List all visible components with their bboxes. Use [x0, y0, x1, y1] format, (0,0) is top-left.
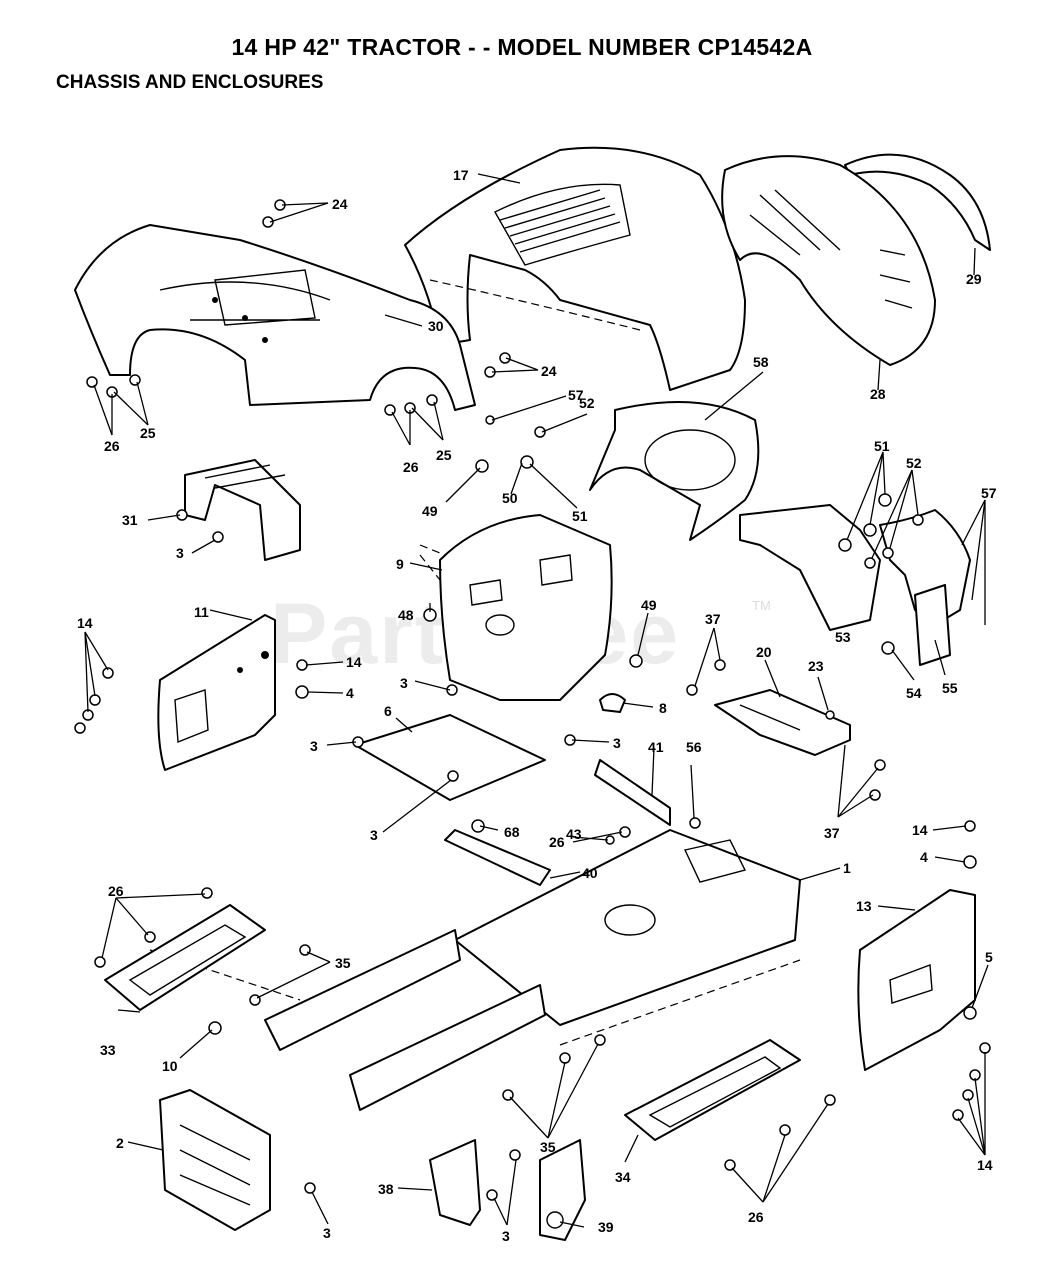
callout-8: 8 [659, 700, 667, 716]
part-9-dash-panel [419, 514, 613, 701]
callout-31: 31 [122, 512, 138, 528]
part-8-clip [599, 693, 626, 713]
fasteners [74, 199, 991, 1201]
callout-11: 11 [194, 604, 209, 620]
callout-30: 30 [428, 318, 444, 334]
part-6-floor-plate [354, 714, 546, 801]
callout-14: 14 [977, 1157, 993, 1173]
callout-3: 3 [502, 1228, 510, 1244]
callout-24: 24 [332, 196, 348, 212]
part-39-bracket [539, 1139, 586, 1241]
callout-10: 10 [162, 1058, 178, 1074]
callout-14: 14 [77, 615, 93, 631]
part-38-bracket [429, 1139, 481, 1226]
callout-58: 58 [753, 354, 769, 370]
callout-35: 35 [540, 1139, 556, 1155]
part-11-left-panel [157, 614, 276, 771]
callout-35: 35 [335, 955, 351, 971]
callout-26: 26 [748, 1209, 764, 1225]
callout-25: 25 [140, 425, 156, 441]
callout-52: 52 [579, 395, 595, 411]
part-1-frame [149, 829, 801, 1111]
callout-37: 37 [705, 611, 721, 627]
callout-57: 57 [568, 387, 584, 403]
callout-3: 3 [370, 827, 378, 843]
callout-56: 56 [686, 739, 702, 755]
part-41-strap [594, 759, 671, 826]
callout-51: 51 [572, 508, 588, 524]
callout-26: 26 [549, 834, 565, 850]
callout-3: 3 [310, 738, 318, 754]
callout-34: 34 [615, 1169, 631, 1185]
callout-41: 41 [648, 739, 664, 755]
callout-14: 14 [912, 822, 928, 838]
callout-53: 53 [835, 629, 851, 645]
part-55-plate [914, 584, 951, 666]
callout-38: 38 [378, 1181, 394, 1197]
callout-3: 3 [176, 545, 184, 561]
part-13-right-panel [857, 889, 976, 1071]
part-29-hood-trim [844, 153, 991, 251]
callout-40: 40 [582, 865, 598, 881]
part-58-shield [589, 401, 760, 541]
callout-6: 6 [384, 703, 392, 719]
leader-lines [84, 173, 989, 1228]
callout-3: 3 [323, 1225, 331, 1241]
callout-68: 68 [504, 824, 520, 840]
part-34-right-footrest [624, 1039, 801, 1141]
callout-3: 3 [613, 735, 621, 751]
callout-3: 3 [400, 675, 408, 691]
callout-57: 57 [981, 485, 997, 501]
callout-49: 49 [422, 503, 438, 519]
callout-5: 5 [985, 949, 993, 965]
callout-33: 33 [100, 1042, 116, 1058]
callout-24: 24 [541, 363, 557, 379]
part-20-bracket [714, 689, 851, 756]
callout-54: 54 [906, 685, 922, 701]
callout-9: 9 [396, 556, 404, 572]
callout-20: 20 [756, 644, 772, 660]
callout-14: 14 [346, 654, 362, 670]
callout-23: 23 [808, 658, 824, 674]
callout-26: 26 [403, 459, 419, 475]
callout-39: 39 [598, 1219, 614, 1235]
callout-25: 25 [436, 447, 452, 463]
section-subtitle: CHASSIS AND ENCLOSURES [56, 72, 324, 93]
callout-labels: 17 24 24 29 30 28 58 57 52 26 25 26 25 4… [77, 167, 997, 1244]
callout-48: 48 [398, 607, 414, 623]
callout-49: 49 [641, 597, 657, 613]
callout-52: 52 [906, 455, 922, 471]
part-2-front-plate [159, 1089, 271, 1231]
callout-55: 55 [942, 680, 958, 696]
part-28-grille [721, 155, 936, 366]
callout-51: 51 [874, 438, 890, 454]
callout-43: 43 [566, 826, 582, 842]
part-40-bar [444, 829, 551, 886]
callout-28: 28 [870, 386, 886, 402]
callout-4: 4 [346, 685, 354, 701]
callout-4: 4 [920, 849, 928, 865]
part-53-side-bracket [739, 504, 971, 631]
callout-13: 13 [856, 898, 872, 914]
callout-26: 26 [104, 438, 120, 454]
part-30-fender [74, 224, 476, 411]
callout-2: 2 [116, 1135, 124, 1151]
callout-17: 17 [453, 167, 469, 183]
part-17-hood [404, 146, 746, 391]
callout-50: 50 [502, 490, 518, 506]
part-33-left-footrest [104, 904, 266, 1011]
page-title: 14 HP 42" TRACTOR - - MODEL NUMBER CP145… [231, 34, 813, 60]
watermark-trademark: TM [752, 598, 771, 613]
callout-26: 26 [108, 883, 124, 899]
callout-37: 37 [824, 825, 840, 841]
callout-1: 1 [843, 860, 851, 876]
callout-29: 29 [966, 271, 982, 287]
part-31-bracket [184, 459, 301, 561]
